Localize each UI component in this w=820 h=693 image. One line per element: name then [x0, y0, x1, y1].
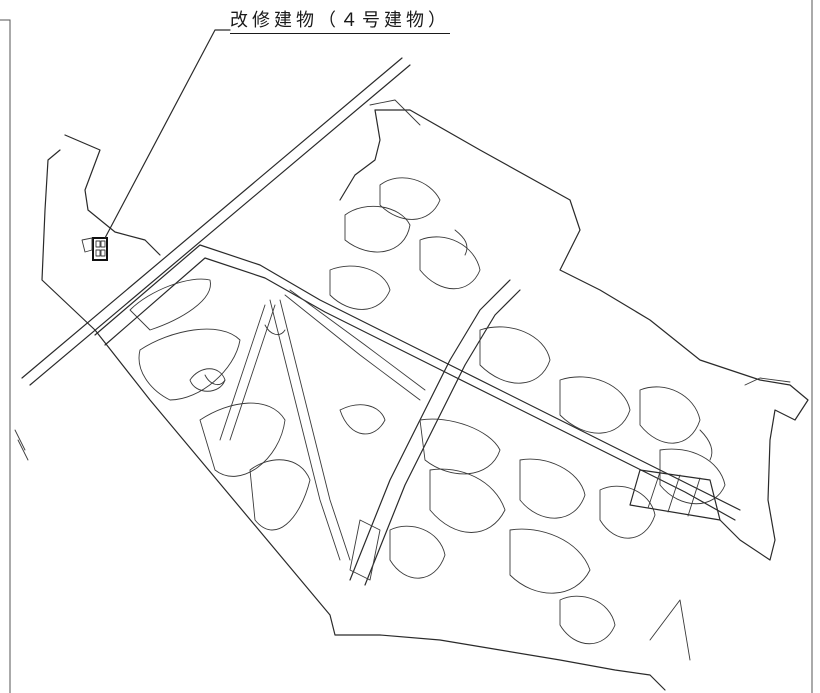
avenue-sw-ne — [349, 279, 521, 586]
site-boundary — [41, 99, 809, 691]
callout-leader — [104, 29, 231, 239]
map-details — [14, 229, 713, 661]
avenue-nw-se — [94, 244, 741, 521]
target-building-4 — [81, 237, 108, 261]
parallel-buildings — [629, 469, 721, 521]
building-plots — [129, 177, 726, 645]
main-road — [21, 57, 411, 386]
renovated-building-label: 改修建物（４号建物） — [230, 6, 450, 34]
radial-paths — [219, 289, 426, 561]
